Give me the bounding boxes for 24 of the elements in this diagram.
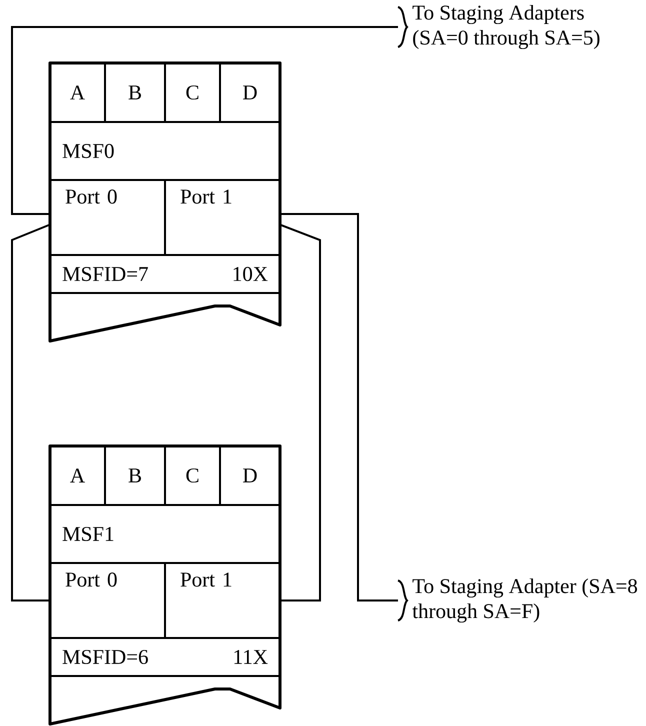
cable-line [11,224,50,602]
port-cell: Port 1 [164,179,281,256]
cartridge-outline [48,444,282,726]
id-cell: MSFID=6 11X [49,637,281,677]
slot-cell: D [219,62,281,123]
slot-cell: C [164,62,221,123]
port-cell: Port 0 [49,562,166,639]
cable-line [280,224,321,602]
label-cell: MSF1 [49,504,281,564]
slot-cell: A [49,445,106,506]
slot-cell: D [219,445,281,506]
cable-line [281,213,398,602]
cable-line [11,26,398,215]
port-cell: Port 0 [49,179,166,256]
cartridge-outline [48,62,282,342]
adapter-label: To Staging Adapter (SA=8 through SA=F) [412,578,637,623]
slot-cell: A [49,62,106,123]
port-cell: Port 1 [164,562,281,639]
id-cell: MSFID=7 10X [49,254,281,294]
slot-cell: C [164,445,221,506]
slot-cell: B [104,62,166,123]
label-cell: MSF0 [49,121,281,181]
adapter-label: To Staging Adapters (SA=0 through SA=5) [412,4,600,50]
slot-cell: B [104,445,166,506]
